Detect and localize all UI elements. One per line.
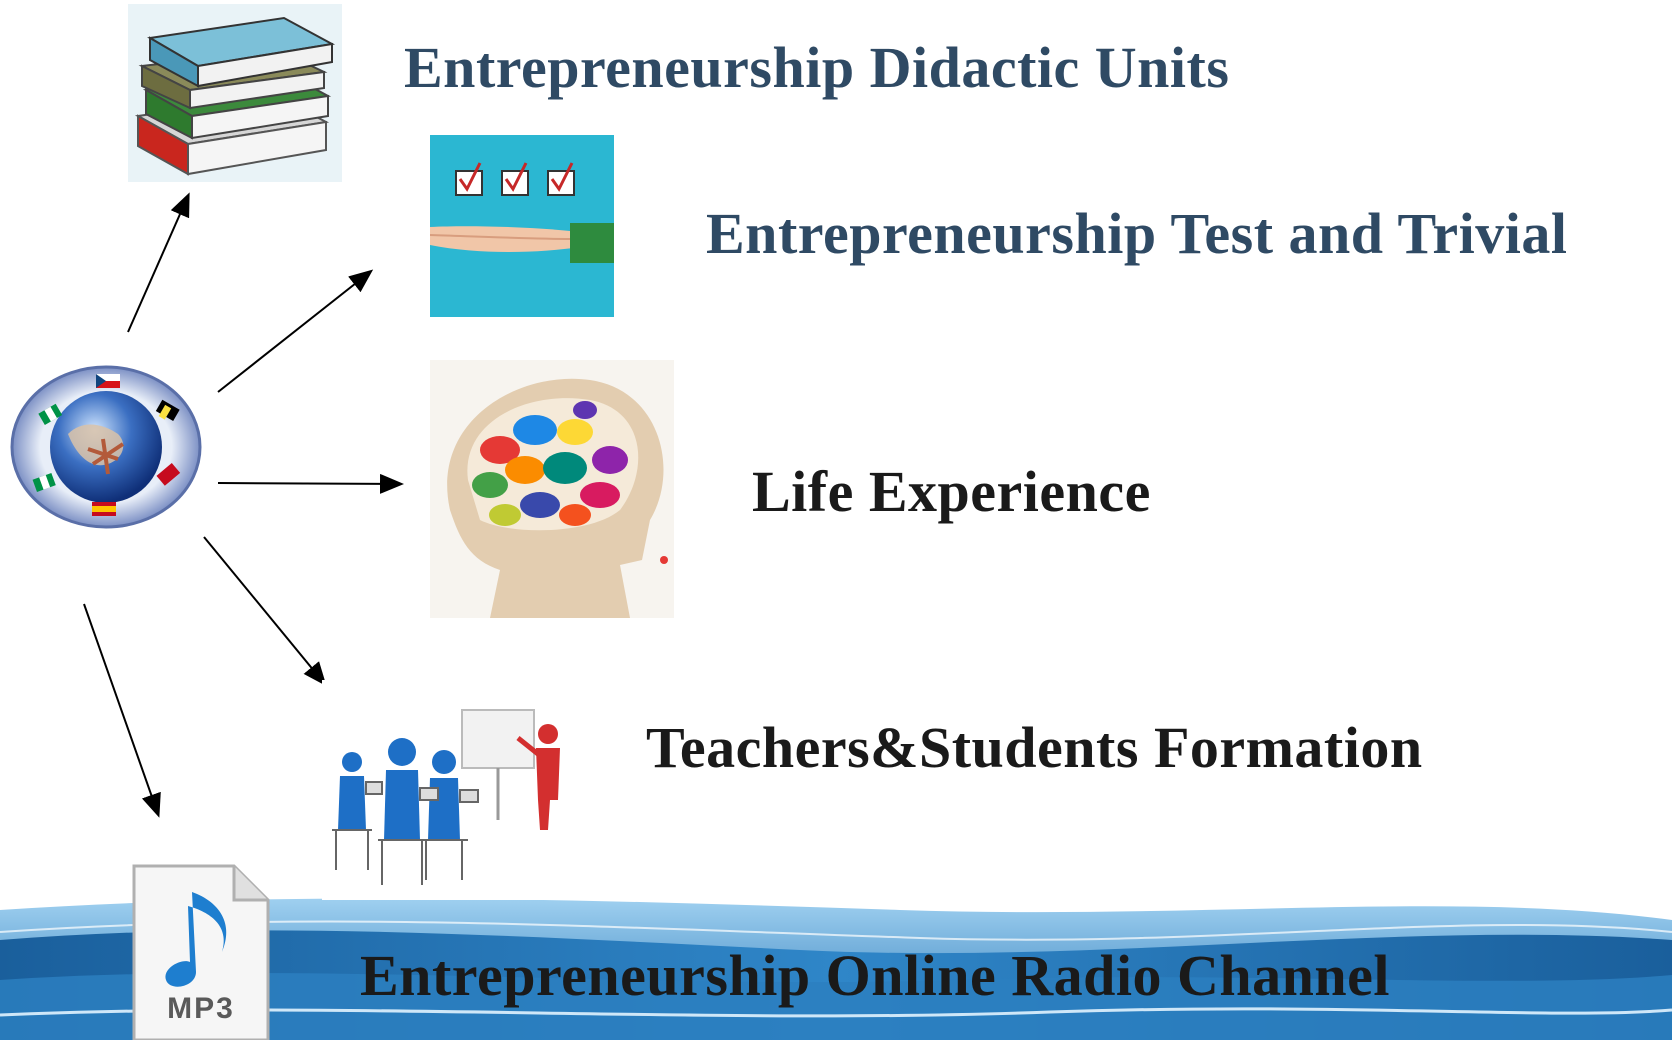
classroom-icon <box>322 680 570 900</box>
books-icon <box>128 4 342 182</box>
arrow-to-formation <box>203 536 327 687</box>
brain-speech-icon <box>430 360 674 618</box>
arrow-to-radio <box>83 603 161 818</box>
mp3-file-icon: MP3 <box>130 862 272 1042</box>
label-test-trivial: Entrepreneurship Test and Trivial <box>706 201 1568 266</box>
globe-flags-logo <box>8 364 204 530</box>
arrow-to-test-trivial <box>217 269 374 393</box>
label-radio-channel: Entrepreneurship Online Radio Channel <box>360 943 1390 1008</box>
label-life-experience: Life Experience <box>752 459 1151 524</box>
arrow-to-didactic-units <box>127 192 190 333</box>
label-formation: Teachers&Students Formation <box>646 715 1423 780</box>
label-didactic-units: Entrepreneurship Didactic Units <box>404 35 1230 100</box>
arrow-to-life-experience <box>217 473 404 494</box>
checklist-hand-icon <box>429 135 614 317</box>
mp3-label: MP3 <box>167 992 235 1025</box>
bottom-wave-background <box>0 880 1672 1040</box>
